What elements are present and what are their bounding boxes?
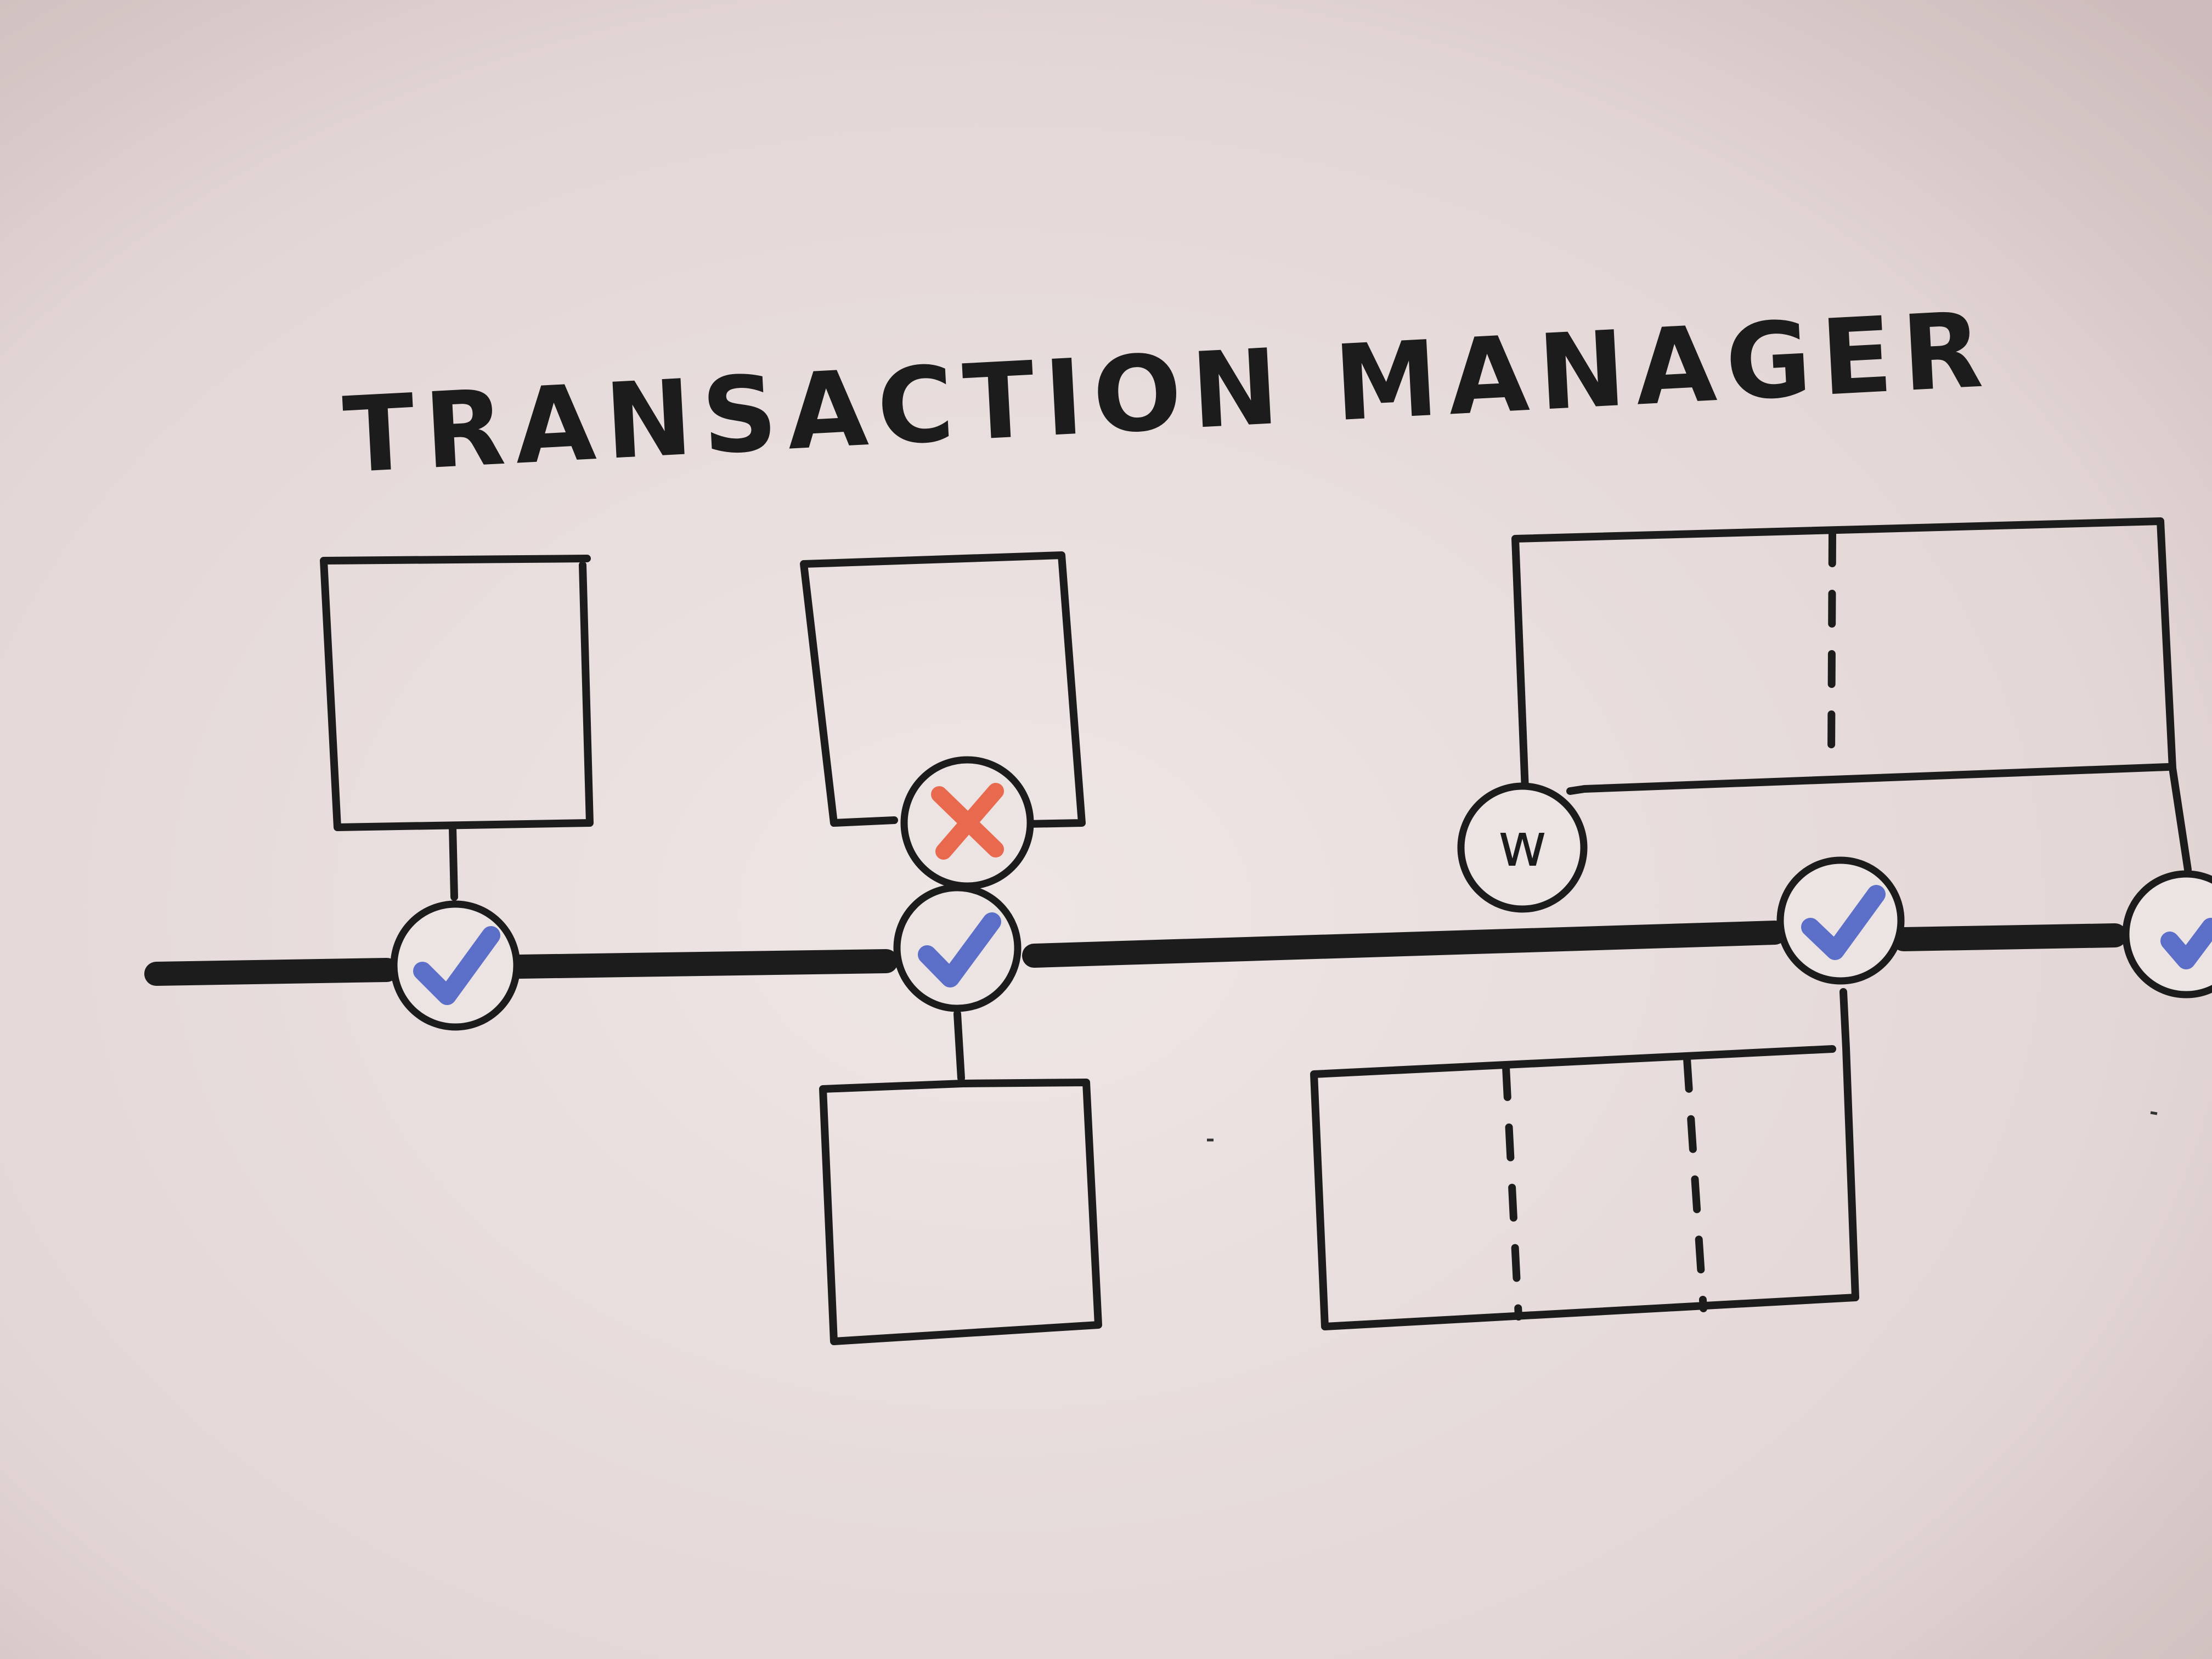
transaction-box-1 [320, 555, 594, 901]
transaction-box-5 [1310, 988, 1859, 1330]
commit-node-1 [390, 900, 521, 1031]
segment-divider [1502, 1063, 1522, 1321]
timeline-segment [1892, 923, 2127, 951]
check-icon [413, 926, 500, 1005]
waiting-node: w [1457, 782, 1588, 913]
timeline-segment [144, 958, 399, 986]
cross-icon [931, 783, 1004, 860]
segment-divider [1827, 529, 1836, 761]
waiting-node-label: w [1498, 810, 1547, 880]
transaction-box-4-waiting [1511, 517, 2192, 873]
commit-node-3 [1776, 856, 1905, 985]
check-icon [2160, 918, 2212, 969]
transaction-box-3 [819, 1010, 1102, 1345]
commit-node-4 [2122, 870, 2212, 998]
timeline-segment [506, 949, 898, 979]
check-icon [918, 912, 1001, 988]
timeline [144, 921, 2127, 986]
abort-node [900, 756, 1034, 890]
timeline-segment [1022, 921, 1787, 968]
commit-node-2 [893, 884, 1022, 1012]
check-icon [1801, 885, 1886, 960]
segment-divider [1683, 1055, 1707, 1312]
transaction-box-2-aborted [800, 551, 1086, 828]
stray-mark [2150, 1111, 2158, 1115]
